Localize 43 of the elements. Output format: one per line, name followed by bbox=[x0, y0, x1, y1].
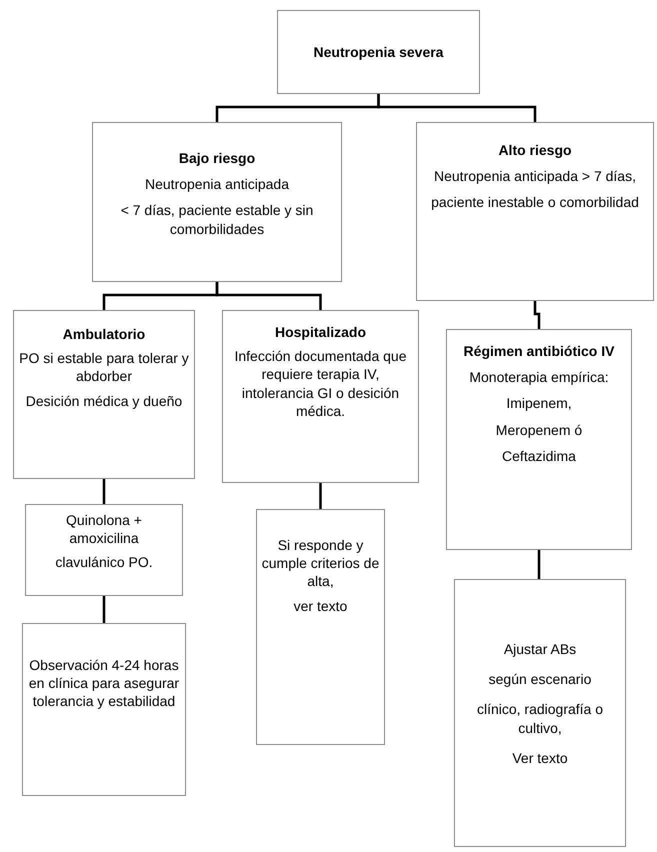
box-heading: Bajo riesgo bbox=[178, 149, 256, 168]
box-text: Monoterapia empírica: bbox=[469, 368, 609, 386]
box-text: Infección documentada que requiere terapia IV, intolerancia GI o desición médica. bbox=[233, 347, 408, 420]
connector-line bbox=[102, 596, 106, 623]
connector-line bbox=[102, 479, 106, 504]
box-text: Ajustar ABs bbox=[504, 640, 576, 658]
process-box bbox=[277, 10, 480, 94]
box-text: paciente inestable o comorbilidad bbox=[431, 193, 639, 212]
box-heading: Neutropenia severa bbox=[314, 42, 444, 62]
box-heading: Ambulatorio bbox=[62, 325, 146, 344]
box-text: Imipenem, bbox=[506, 394, 572, 413]
connector-line bbox=[216, 282, 322, 310]
box-heading: Régimen antibiótico IV bbox=[464, 342, 614, 360]
box-text: < 7 días, paciente estable y sin comorbilidades bbox=[120, 201, 314, 238]
box-text: Neutropenia anticipada > 7 días, bbox=[434, 167, 636, 186]
box-heading: Hospitalizado bbox=[274, 323, 366, 342]
box-text: Meropenem ó bbox=[496, 420, 582, 439]
box-text: Desición médica y dueño bbox=[26, 392, 182, 410]
connector-line bbox=[319, 483, 322, 509]
process-box bbox=[22, 623, 186, 796]
process-box bbox=[13, 310, 195, 479]
process-box bbox=[454, 579, 626, 847]
box-text: Ceftazidima bbox=[502, 446, 576, 465]
connector-line bbox=[534, 301, 540, 329]
process-box bbox=[222, 310, 419, 483]
box-text: Observación 4-24 horas en clínica para asegurar tolerancia y estabilidad bbox=[28, 656, 180, 711]
connector-line bbox=[538, 550, 540, 579]
box-text: Si responde y cumple criterios de alta, bbox=[261, 536, 380, 591]
box-text: ver texto bbox=[294, 596, 348, 615]
process-box bbox=[92, 122, 342, 282]
box-heading: Alto riesgo bbox=[498, 141, 572, 160]
process-box bbox=[416, 122, 654, 301]
process-box bbox=[25, 504, 183, 596]
process-box bbox=[446, 329, 632, 550]
connector-line bbox=[377, 94, 536, 122]
box-text: Neutropenia anticipada bbox=[145, 175, 289, 194]
process-box bbox=[256, 509, 385, 745]
box-text: Ver texto bbox=[512, 748, 568, 767]
box-text: clínico, radiografía o cultivo, bbox=[476, 700, 604, 737]
box-text: PO si estable para tolerar y abdorber bbox=[18, 349, 190, 386]
box-text: según escenario bbox=[488, 670, 592, 688]
box-text: clavulánico PO. bbox=[55, 553, 153, 572]
box-text: Quinolona + amoxicilina bbox=[65, 511, 143, 548]
